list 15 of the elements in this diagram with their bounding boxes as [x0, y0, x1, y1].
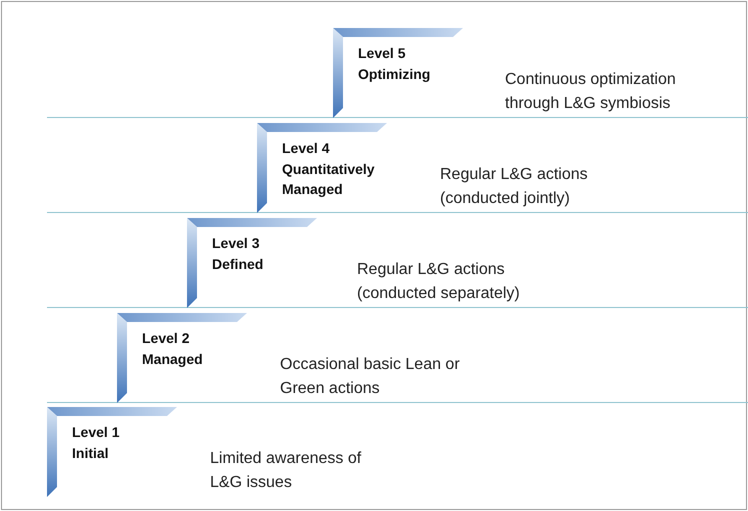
- level-number: Level 2: [142, 329, 190, 347]
- description-text: Regular L&G actions (conducted jointly): [440, 165, 589, 209]
- level-number: Level 5: [358, 44, 406, 62]
- level-name: Optimizing: [358, 65, 432, 84]
- level-number: Level 4: [282, 139, 330, 157]
- level-name: Quantitatively Managed: [282, 160, 376, 199]
- description-text: Continuous optimization through L&G symbiosis: [505, 70, 677, 114]
- level-number: Level 3: [212, 234, 260, 252]
- description-text: Regular L&G actions (conducted separately): [357, 260, 521, 304]
- level-name: Initial: [72, 444, 110, 463]
- description-text: Occasional basic Lean or Green actions: [280, 355, 461, 399]
- level-number: Level 1: [72, 423, 120, 441]
- level-name: Defined: [212, 255, 264, 274]
- description-text: Limited awareness of L&G issues: [210, 449, 362, 493]
- level-name: Managed: [142, 350, 204, 369]
